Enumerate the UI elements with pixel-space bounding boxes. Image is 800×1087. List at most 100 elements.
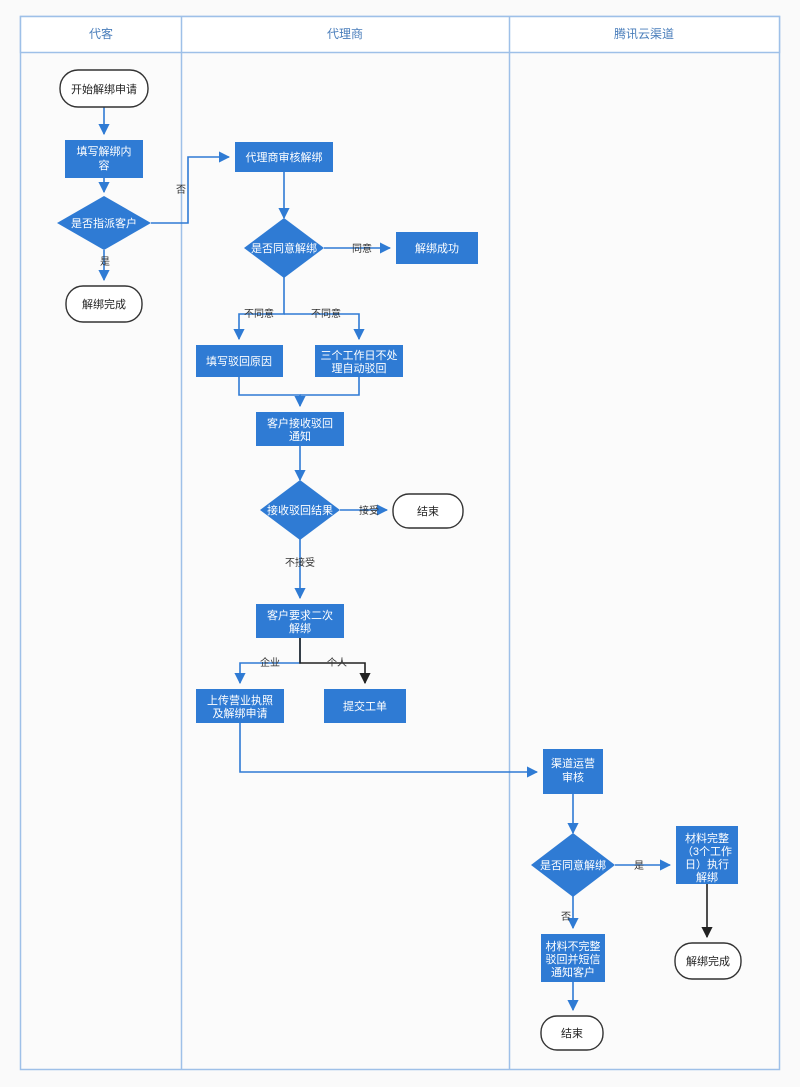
node-label: 是否指派客户 bbox=[71, 216, 137, 230]
edges-dark bbox=[299, 638, 713, 939]
node-agent-review-unbind[interactable]: 代理商审核解绑 bbox=[235, 142, 333, 172]
node-fill-reject-reason[interactable]: 填写驳回原因 bbox=[196, 345, 283, 377]
process-shape bbox=[324, 689, 406, 723]
process-shape bbox=[541, 934, 605, 982]
edge-label-no-tencent: 否 bbox=[561, 911, 571, 923]
edge-label-enterprise: 企业 bbox=[260, 656, 280, 669]
terminal-shape bbox=[674, 942, 742, 980]
process-shape bbox=[396, 232, 478, 264]
process-shape bbox=[65, 140, 143, 178]
node-materials-incomplete-reject-sms[interactable]: 材料不完整 驳回并短信 通知客户 bbox=[541, 934, 605, 982]
node-label-line2: 通知 bbox=[289, 429, 311, 443]
edge-disagree-to-auto-reject bbox=[284, 313, 365, 341]
node-channel-operation-review[interactable]: 渠道运营 审核 bbox=[543, 749, 603, 794]
node-unbind-success[interactable]: 解绑成功 bbox=[396, 232, 478, 264]
node-label-line1: 填写解绑内 bbox=[77, 144, 132, 158]
node-label: 提交工单 bbox=[343, 699, 387, 713]
node-label-line4: 解绑 bbox=[696, 870, 718, 884]
node-end-agent[interactable]: 结束 bbox=[392, 493, 464, 529]
node-fill-unbind-content[interactable]: 填写解绑内 容 bbox=[65, 140, 143, 178]
edge-label-not-accept: 不接受 bbox=[285, 556, 315, 569]
node-label-line1: 客户要求二次 bbox=[267, 608, 333, 622]
decision-shape bbox=[57, 196, 151, 250]
node-label-line1: 三个工作日不处 bbox=[321, 349, 398, 362]
decision-shape bbox=[244, 218, 324, 278]
node-label: 结束 bbox=[561, 1027, 583, 1040]
node-label-line3: 通知客户 bbox=[551, 965, 595, 979]
node-label-line1: 上传营业执照 bbox=[207, 693, 273, 707]
node-label: 接收驳回结果 bbox=[267, 503, 333, 517]
terminal-shape bbox=[392, 493, 464, 529]
edge-label-yes-assign: 是 bbox=[100, 256, 110, 268]
terminal-shape bbox=[540, 1015, 604, 1051]
node-label: 解绑完成 bbox=[82, 297, 126, 311]
node-is-assigned-customer[interactable]: 是否指派客户 bbox=[57, 196, 151, 250]
node-label: 开始解绑申请 bbox=[71, 82, 137, 96]
decision-shape bbox=[531, 833, 615, 897]
node-unbind-complete-tencent[interactable]: 解绑完成 bbox=[674, 942, 742, 980]
node-label-line1: 材料不完整 bbox=[546, 939, 601, 953]
edge-labels: 否 是 同意 不同意 不同意 接受 不接受 企业 个人 是 否 bbox=[100, 184, 644, 923]
process-shape bbox=[543, 749, 603, 794]
node-submit-ticket[interactable]: 提交工单 bbox=[324, 689, 406, 723]
node-label-line2: 及解绑申请 bbox=[213, 706, 268, 720]
edge-label-agree: 同意 bbox=[352, 242, 372, 255]
node-label: 结束 bbox=[417, 505, 439, 518]
lane-header-agent: 代理商 bbox=[327, 26, 363, 41]
node-auto-reject-3days[interactable]: 三个工作日不处 理自动驳回 bbox=[315, 345, 403, 377]
node-label: 代理商审核解绑 bbox=[246, 150, 323, 164]
edge-label-accept: 接受 bbox=[359, 504, 379, 517]
terminal-shape bbox=[65, 285, 143, 323]
node-label: 解绑完成 bbox=[686, 954, 730, 968]
node-agree-unbind-decision[interactable]: 是否同意解绑 bbox=[244, 218, 324, 278]
edge-disagree-to-fill-reason bbox=[233, 272, 285, 341]
node-label-line2: 容 bbox=[99, 158, 110, 172]
decision-shape bbox=[260, 480, 340, 540]
node-label-line1: 渠道运营 bbox=[551, 756, 595, 770]
node-customer-request-second-unbind[interactable]: 客户要求二次 解绑 bbox=[256, 604, 344, 638]
lane-header-customer: 代客 bbox=[89, 26, 113, 41]
process-shape bbox=[256, 604, 344, 638]
node-materials-complete-execute-unbind[interactable]: 材料完整 （3个工作 日）执行 解绑 bbox=[676, 826, 738, 884]
process-shape bbox=[196, 345, 283, 377]
edge-label-yes-tencent: 是 bbox=[634, 860, 644, 872]
node-end-tencent[interactable]: 结束 bbox=[540, 1015, 604, 1051]
node-upload-license-and-application[interactable]: 上传营业执照 及解绑申请 bbox=[196, 689, 284, 723]
node-unbind-complete-customer[interactable]: 解绑完成 bbox=[65, 285, 143, 323]
edge-upload-to-channel-review bbox=[239, 723, 539, 778]
process-shape bbox=[256, 412, 344, 446]
node-customer-receive-reject-notice[interactable]: 客户接收驳回 通知 bbox=[256, 412, 344, 446]
node-label: 是否同意解绑 bbox=[540, 858, 606, 872]
lane-header-tencent: 腾讯云渠道 bbox=[614, 26, 674, 41]
node-receive-reject-result[interactable]: 接收驳回结果 bbox=[260, 480, 340, 540]
process-shape bbox=[315, 345, 403, 377]
node-label-line3: 日）执行 bbox=[685, 857, 729, 871]
node-label-line2: 审核 bbox=[562, 770, 584, 784]
edge-fill-reason-to-notice bbox=[238, 377, 306, 408]
node-label-line1: 材料完整 bbox=[685, 831, 729, 845]
node-label-line2: 驳回并短信 bbox=[546, 952, 601, 966]
edge-label-disagree-right: 不同意 bbox=[311, 307, 341, 320]
edge-assign-no-to-agent-review bbox=[151, 151, 231, 224]
node-agree-unbind-decision-tencent[interactable]: 是否同意解绑 bbox=[531, 833, 615, 897]
node-label-line2: （3个工作 bbox=[682, 845, 732, 858]
edge-label-individual: 个人 bbox=[327, 657, 347, 669]
lane-outer-border bbox=[19, 15, 781, 1071]
node-label-line1: 客户接收驳回 bbox=[267, 416, 333, 430]
edge-second-to-submit-ticket bbox=[299, 638, 371, 685]
process-shape bbox=[196, 689, 284, 723]
edge-label-no-assign: 否 bbox=[176, 184, 186, 196]
terminal-shape bbox=[59, 69, 149, 108]
edge-auto-reject-to-merge bbox=[300, 377, 360, 396]
edge-label-disagree-left: 不同意 bbox=[244, 307, 274, 320]
node-start-unbind-application[interactable]: 开始解绑申请 bbox=[59, 69, 149, 108]
swimlane-container: 代客 代理商 腾讯云渠道 bbox=[19, 15, 781, 1071]
lane-header-strip bbox=[19, 15, 781, 54]
node-label-line2: 解绑 bbox=[289, 621, 311, 635]
process-shape bbox=[235, 142, 333, 172]
node-label: 解绑成功 bbox=[415, 241, 459, 255]
node-label: 是否同意解绑 bbox=[251, 241, 317, 255]
node-label-line2: 理自动驳回 bbox=[332, 362, 387, 375]
